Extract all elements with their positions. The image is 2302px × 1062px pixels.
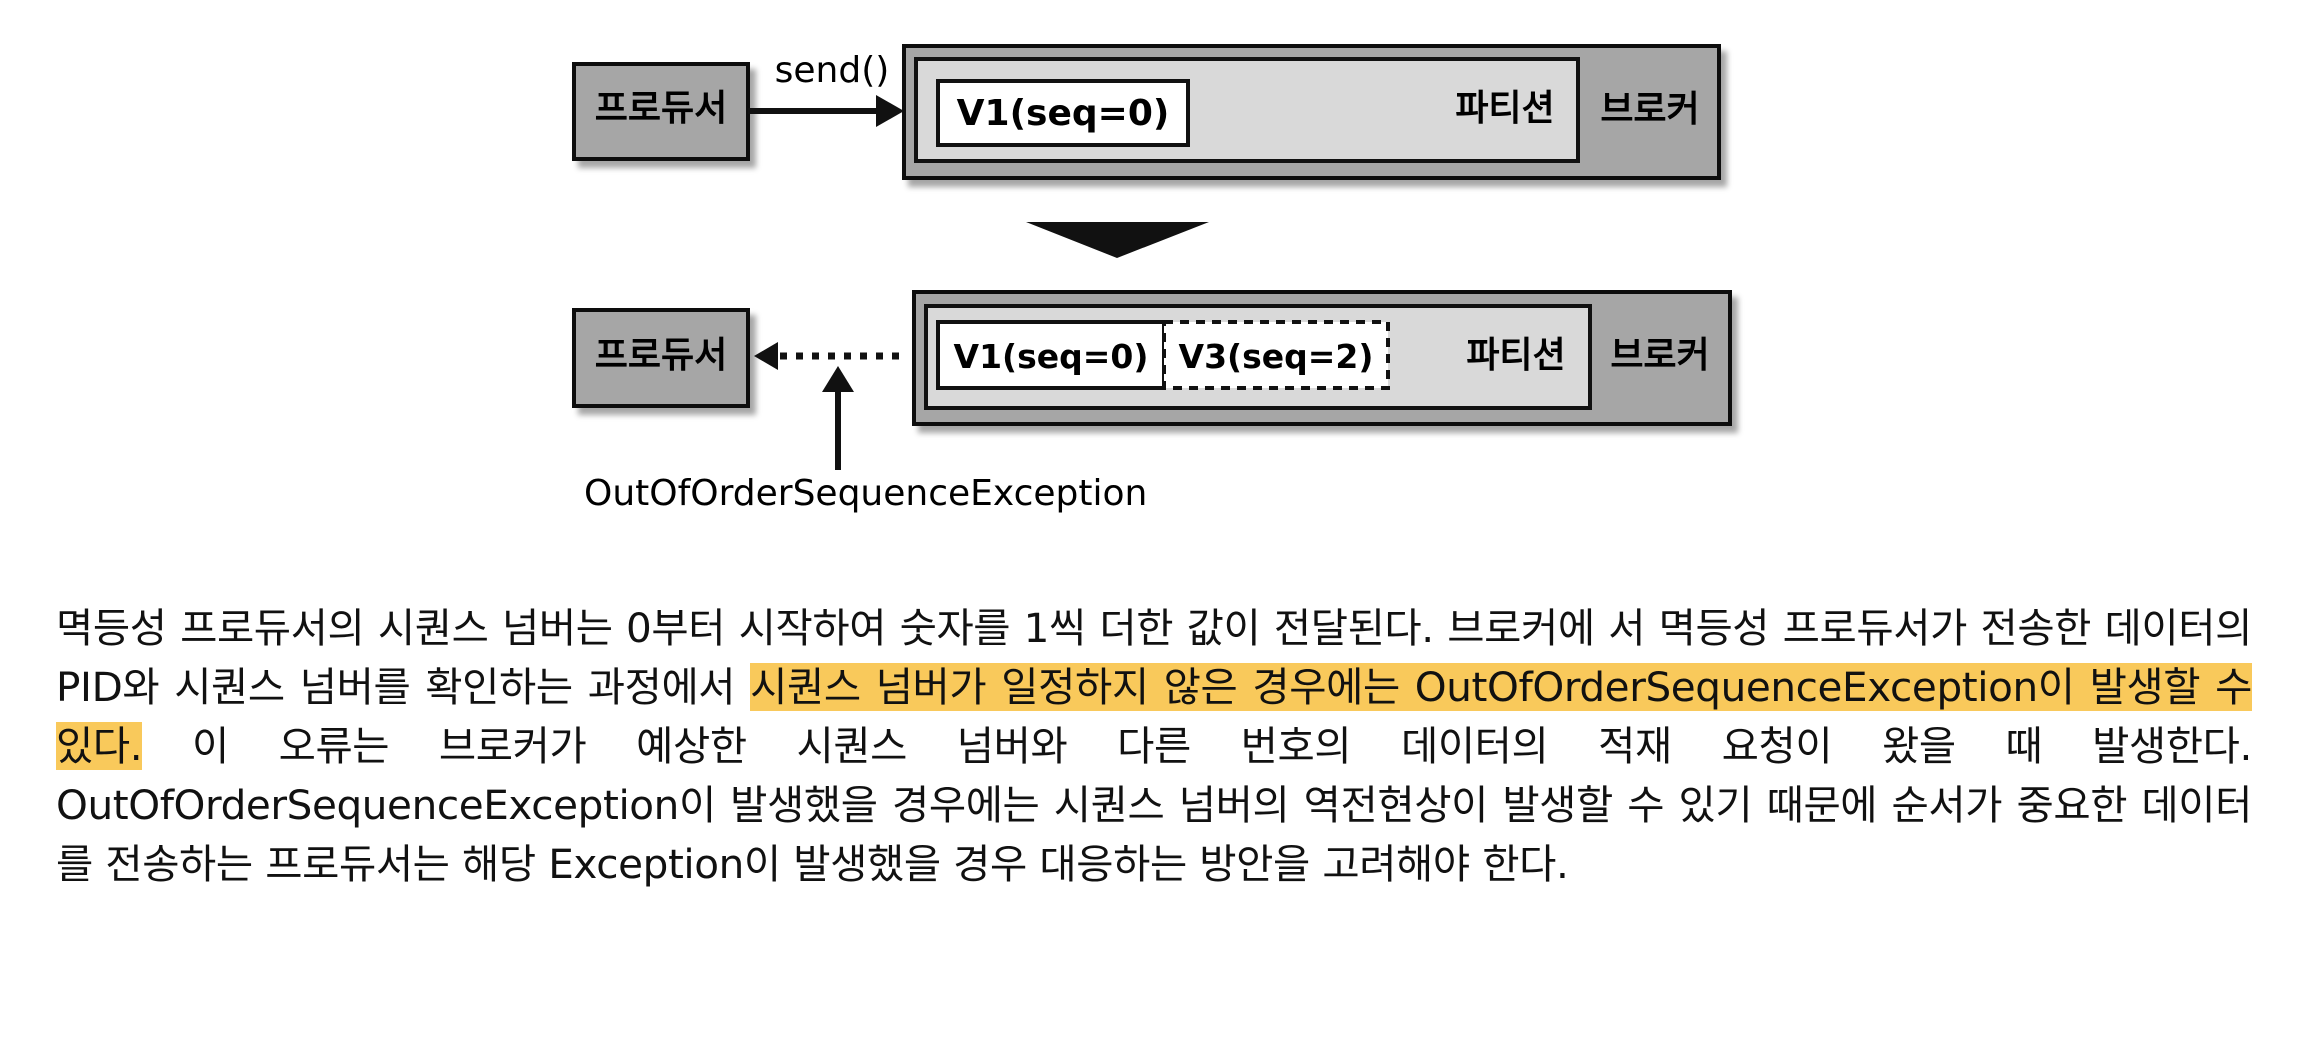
- bottom-record-v3: V3(seq=2): [1162, 320, 1390, 390]
- bottom-diagram: 프로듀서 OutOfOrderSequenceException 브로커 파티션…: [572, 290, 1732, 514]
- bottom-producer-box: 프로듀서: [572, 308, 750, 408]
- bottom-record-v3-label: V3(seq=2): [1179, 337, 1374, 376]
- top-producer-box: 프로듀서: [572, 62, 750, 161]
- top-record-v1-label: V1(seq=0): [957, 93, 1170, 134]
- paragraph-part-1: 멱등성 프로듀서의 시퀀스 넘버는 0부터 시작하여 숫자를 1씩 더한 값이 …: [56, 603, 2252, 711]
- bottom-producer-label: 프로듀서: [595, 335, 727, 376]
- idempotent-producer-diagram: 프로듀서 send() 브로커 파티션 V1(seq=0) 프로듀서: [572, 44, 1732, 514]
- top-partition-label: 파티션: [1455, 88, 1554, 129]
- top-record-v1: V1(seq=0): [936, 79, 1190, 147]
- send-call-label: send(): [775, 50, 890, 91]
- paragraph-part-2: 이 오류는 브로커가 예상한 시퀀스 넘버와 다른 번호의 데이터의 적재 요청…: [56, 721, 2252, 888]
- top-diagram: 프로듀서 send() 브로커 파티션 V1(seq=0): [572, 44, 1721, 180]
- exception-return-arrow: [754, 342, 902, 370]
- top-producer-label: 프로듀서: [595, 88, 727, 129]
- bottom-partition-label: 파티션: [1466, 335, 1565, 376]
- bottom-broker-label: 브로커: [1610, 335, 1709, 376]
- send-arrow: [748, 95, 904, 127]
- description-paragraph: 멱등성 프로듀서의 시퀀스 넘버는 0부터 시작하여 숫자를 1씩 더한 값이 …: [56, 599, 2252, 894]
- exception-label: OutOfOrderSequenceException: [584, 473, 1147, 514]
- exception-pointer-arrow: [822, 366, 854, 470]
- bottom-record-v1: V1(seq=0): [936, 320, 1166, 390]
- top-broker-label: 브로커: [1600, 89, 1699, 130]
- bottom-record-v1-label: V1(seq=0): [954, 337, 1149, 376]
- transition-down-arrow: [1026, 222, 1209, 258]
